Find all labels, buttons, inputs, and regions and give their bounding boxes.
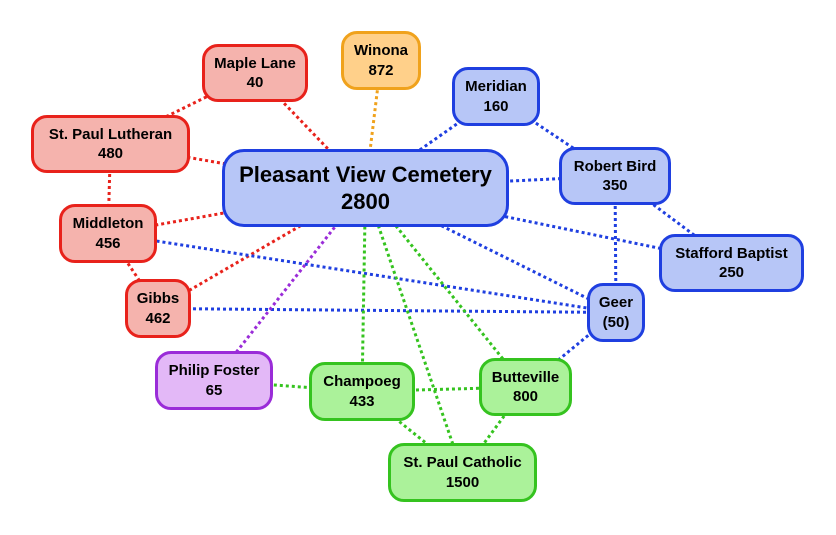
connection-st_paul_catholic-pleasant_view: [364, 187, 464, 473]
node-value: 160: [483, 97, 509, 115]
node-value: 800: [512, 388, 539, 405]
node-name: Stafford Baptist: [675, 244, 788, 262]
node-value: 456: [95, 234, 121, 252]
node-champoeg: Champoeg 433: [309, 362, 415, 421]
node-name: Champoeg: [323, 373, 401, 390]
node-philip-foster: Philip Foster 65: [155, 351, 273, 410]
node-name: Pleasant View Cemetery: [239, 161, 492, 187]
node-st-paul-lutheran: St. Paul Lutheran 480: [31, 115, 190, 173]
node-name: Winona: [353, 42, 409, 59]
connection-robert_bird-geer: [613, 175, 618, 313]
node-name: Middleton: [72, 215, 144, 232]
node-name: Philip Foster: [168, 362, 260, 379]
node-meridian: Meridian 160: [452, 67, 540, 126]
node-value: (50): [602, 313, 630, 331]
node-pleasant-view-cemetery: Pleasant View Cemetery 2800: [222, 149, 509, 227]
node-value: 65: [205, 381, 223, 399]
node-value: 872: [368, 61, 394, 79]
node-value: 40: [246, 74, 264, 91]
node-value: 250: [718, 264, 745, 281]
node-butteville: Butteville 800: [479, 358, 572, 416]
node-name: Robert Bird: [573, 157, 657, 175]
node-value: 462: [145, 309, 171, 327]
connection-geer-middleton: [107, 232, 617, 314]
node-value: 433: [349, 392, 375, 410]
node-gibbs: Gibbs 462: [125, 279, 191, 338]
node-robert-bird: Robert Bird 350: [559, 147, 671, 205]
node-name: Butteville: [491, 368, 560, 386]
node-middleton: Middleton 456: [59, 204, 157, 263]
node-value: 1500: [445, 473, 480, 491]
connection-geer-pleasant_view: [364, 186, 617, 314]
node-geer: Geer (50): [587, 283, 645, 342]
node-maple-lane: Maple Lane 40: [202, 44, 308, 102]
node-name: St. Paul Catholic: [403, 454, 522, 471]
node-winona: Winona 872: [341, 31, 421, 90]
node-value: 350: [602, 177, 628, 194]
connection-geer-gibbs: [157, 307, 617, 314]
node-value: 2800: [341, 189, 390, 214]
node-name: St. Paul Lutheran: [48, 125, 173, 143]
node-name: Geer: [598, 294, 634, 311]
node-name: Meridian: [465, 78, 527, 95]
node-value: 480: [97, 145, 124, 162]
node-st-paul-catholic: St. Paul Catholic 1500: [388, 443, 537, 502]
node-name: Gibbs: [136, 290, 180, 307]
node-name: Maple Lane: [214, 54, 296, 72]
node-stafford-baptist: Stafford Baptist 250: [659, 234, 804, 292]
